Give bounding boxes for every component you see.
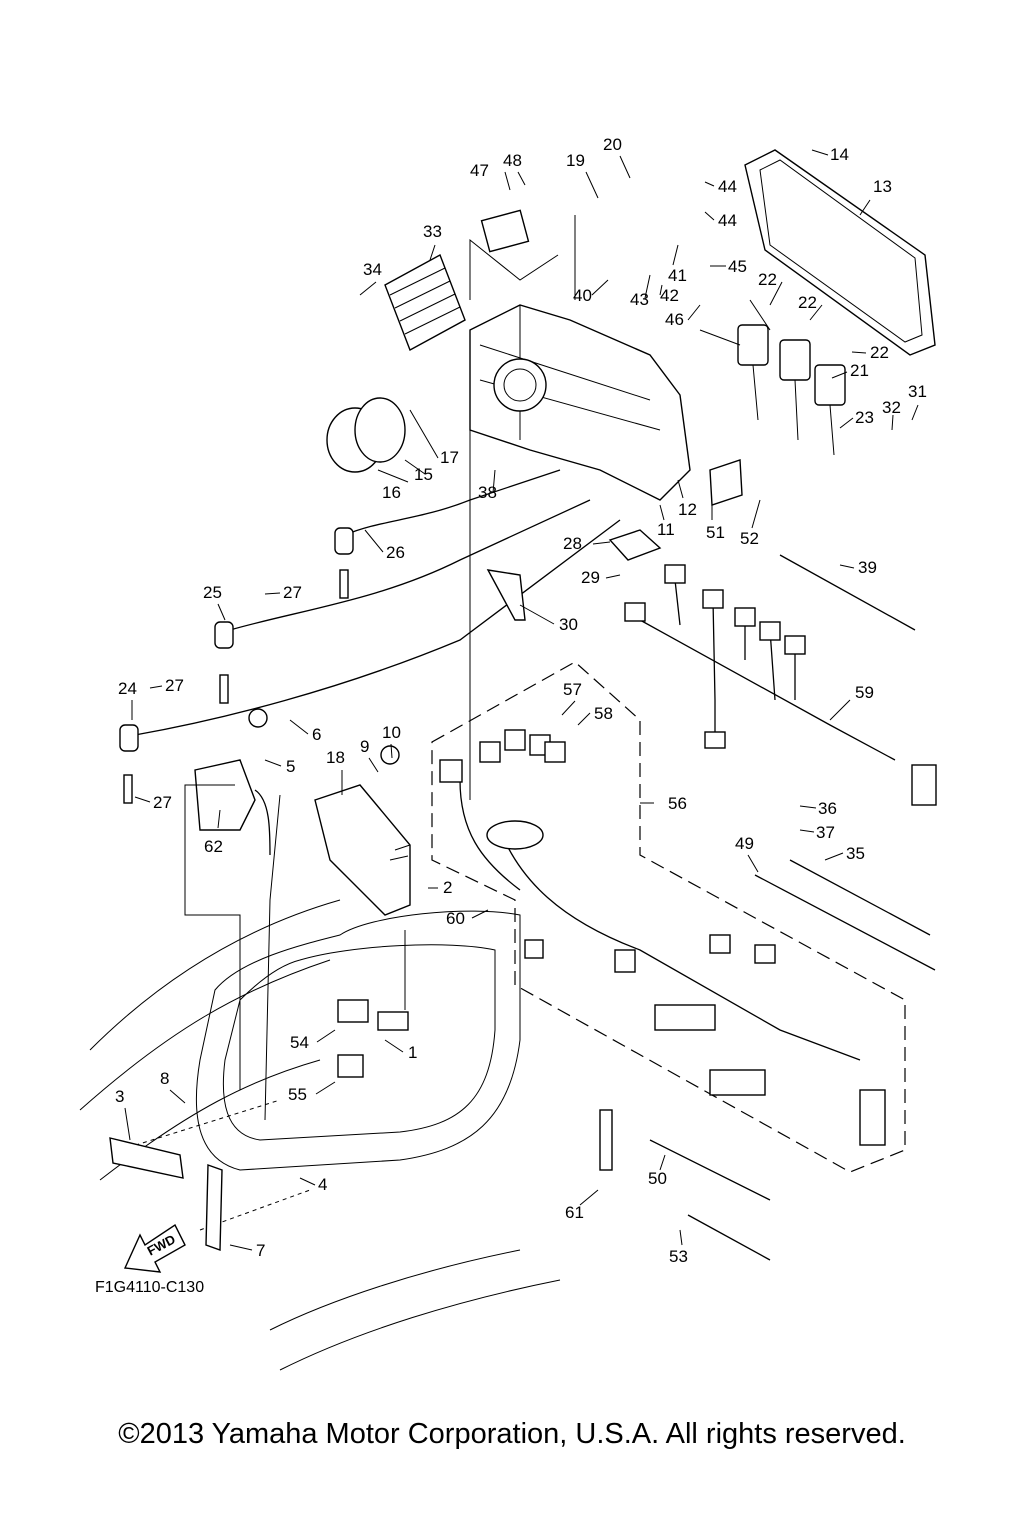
callout-31: 31: [908, 382, 927, 401]
callout-36: 36: [818, 799, 837, 818]
callout-5: 5: [286, 757, 295, 776]
callout-28: 28: [563, 534, 582, 553]
figure-code: F1G4110-C130: [95, 1279, 204, 1296]
callout-58: 58: [594, 704, 613, 723]
callout-47: 47: [470, 161, 489, 180]
gasket-13: [744, 149, 936, 356]
rectifier-33: [384, 254, 466, 351]
callout-60: 60: [446, 909, 465, 928]
callout-54: 54: [290, 1033, 309, 1052]
callout-53: 53: [669, 1247, 688, 1266]
callout-7: 7: [256, 1241, 265, 1260]
callout-numbers: 1 2 3 4 5 6 7 8 9 10 11 12 13 14 15 16 1…: [115, 135, 927, 1266]
callout-22-c: 22: [870, 343, 889, 362]
callout-21: 21: [850, 361, 869, 380]
callout-20: 20: [603, 135, 622, 154]
callout-38: 38: [478, 483, 497, 502]
callout-51: 51: [706, 523, 725, 542]
small-parts: [109, 459, 936, 1261]
relay-47: [480, 209, 530, 253]
callout-49: 49: [735, 834, 754, 853]
harness-56: [439, 729, 886, 1146]
callout-61: 61: [565, 1203, 584, 1222]
callout-55: 55: [288, 1085, 307, 1104]
callout-11: 11: [657, 520, 675, 539]
callout-44-b: 44: [718, 211, 737, 230]
callout-24: 24: [118, 679, 137, 698]
callout-3: 3: [115, 1087, 124, 1106]
copyright-notice: ©2013 Yamaha Motor Corporation, U.S.A. A…: [118, 1418, 906, 1450]
callout-17: 17: [440, 448, 459, 467]
callout-ticks: [124, 149, 919, 1251]
callout-10: 10: [382, 723, 401, 742]
hull-outline: [79, 899, 561, 1371]
plug-leads: [119, 469, 621, 804]
callout-19: 19: [566, 151, 585, 170]
callout-30: 30: [559, 615, 578, 634]
callout-40: 40: [573, 286, 592, 305]
electrical-box: [469, 304, 691, 501]
callout-33: 33: [423, 222, 442, 241]
callout-9: 9: [360, 737, 369, 756]
callout-4: 4: [318, 1175, 327, 1194]
callout-45: 45: [728, 257, 747, 276]
callout-18: 18: [326, 748, 345, 767]
callout-27-c: 27: [153, 793, 172, 812]
callout-22-a: 22: [758, 270, 777, 289]
callout-2: 2: [443, 878, 452, 897]
callout-57: 57: [563, 680, 582, 699]
callout-42: 42: [660, 286, 679, 305]
callout-39: 39: [858, 558, 877, 577]
harness-59: [624, 564, 937, 806]
callout-12: 12: [678, 500, 697, 519]
callout-23: 23: [855, 408, 874, 427]
leader-lines: [184, 215, 771, 1121]
ignition-coils: [737, 324, 846, 456]
callout-56: 56: [668, 794, 687, 813]
callout-62: 62: [204, 837, 223, 856]
ecu-18: [314, 784, 411, 916]
callout-43: 43: [630, 290, 649, 309]
callout-22-b: 22: [798, 293, 817, 312]
callout-25: 25: [203, 583, 222, 602]
callout-41: 41: [668, 266, 687, 285]
callout-59: 59: [855, 683, 874, 702]
callout-27-a: 27: [283, 583, 302, 602]
callout-13: 13: [873, 177, 892, 196]
callout-16: 16: [382, 483, 401, 502]
callout-32: 32: [882, 398, 901, 417]
callout-26: 26: [386, 543, 405, 562]
callout-29: 29: [581, 568, 600, 587]
callout-14: 14: [830, 145, 849, 164]
callout-37: 37: [816, 823, 835, 842]
callout-8: 8: [160, 1069, 169, 1088]
harness-assembly-boundary: [431, 661, 906, 1173]
callout-52: 52: [740, 529, 759, 548]
fwd-arrow-icon: [123, 1223, 186, 1273]
callout-44-a: 44: [718, 177, 737, 196]
callout-6: 6: [312, 725, 321, 744]
sensor-62: [194, 759, 256, 831]
callout-27-b: 27: [165, 676, 184, 695]
callout-1: 1: [408, 1043, 417, 1062]
callout-48: 48: [503, 151, 522, 170]
callout-34: 34: [363, 260, 382, 279]
callout-50: 50: [648, 1169, 667, 1188]
callout-35: 35: [846, 844, 865, 863]
callout-46: 46: [665, 310, 684, 329]
seal-15: [354, 397, 406, 463]
